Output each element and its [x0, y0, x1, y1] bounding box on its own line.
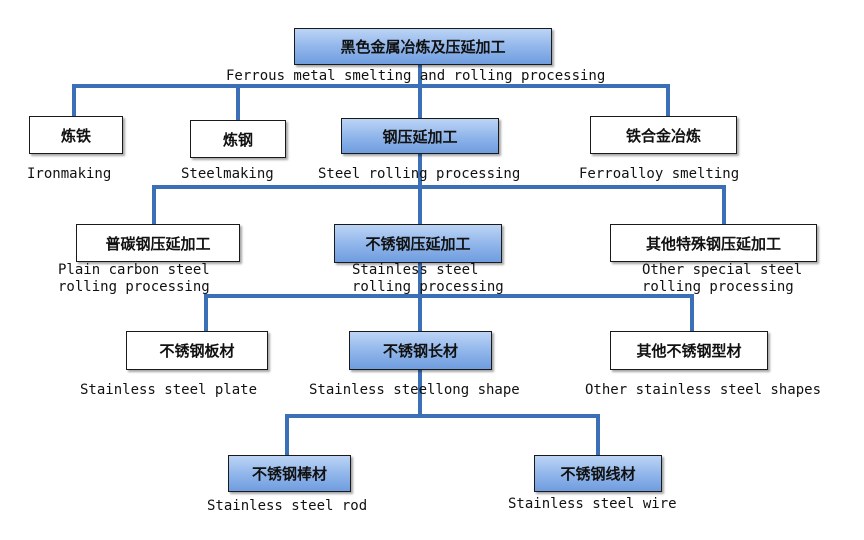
other-special-caption-line2: rolling processing — [642, 279, 794, 295]
stainless-rolling-label: 不锈钢压延加工 — [365, 235, 471, 253]
other-special-rolling-box: 其他特殊钢压延加工 — [610, 224, 817, 262]
stainless-rod-label: 不锈钢棒材 — [251, 465, 327, 483]
steelmaking-caption: Steelmaking — [181, 166, 274, 182]
plain-carbon-rolling-label: 普碳钢压延加工 — [105, 234, 211, 253]
steelmaking-label: 炼钢 — [222, 130, 253, 149]
plain-carbon-caption-line2: rolling processing — [58, 279, 210, 295]
other-special-rolling-label: 其他特殊钢压延加工 — [645, 234, 781, 253]
root-node-box: 黑色金属冶炼及压延加工 — [294, 28, 552, 65]
ironmaking-box: 炼铁 — [29, 116, 123, 154]
ironmaking-label: 炼铁 — [60, 126, 91, 145]
stainless-wire-label: 不锈钢线材 — [560, 465, 636, 483]
stainless-long-caption: Stainless steellong shape — [309, 382, 520, 398]
stainless-rolling-box: 不锈钢压延加工 — [334, 224, 502, 263]
stainless-rod-caption: Stainless steel rod — [207, 498, 368, 514]
plain-carbon-rolling-box: 普碳钢压延加工 — [76, 224, 240, 262]
steel-rolling-caption: Steel rolling processing — [318, 166, 521, 182]
stainless-wire-caption: Stainless steel wire — [508, 496, 677, 512]
stainless-rolling-caption-line1: Stainless steel — [352, 262, 479, 278]
other-special-rolling-caption: Other special steel rolling processing — [642, 262, 802, 296]
steel-rolling-box: 钢压延加工 — [341, 118, 499, 154]
stainless-rod-box: 不锈钢棒材 — [228, 455, 351, 492]
stainless-long-box: 不锈钢长材 — [349, 331, 492, 370]
other-special-caption-line1: Other special steel — [642, 262, 803, 278]
steel-rolling-label: 钢压延加工 — [382, 127, 458, 146]
plain-carbon-caption-line1: Plain carbon steel — [58, 262, 210, 278]
stainless-plate-label: 不锈钢板材 — [159, 342, 235, 360]
other-stainless-shapes-caption: Other stainless steel shapes — [585, 382, 822, 398]
ferroalloy-label: 铁合金冶炼 — [625, 126, 701, 145]
stainless-rolling-caption: Stainless steel rolling processing — [352, 262, 504, 296]
other-stainless-shapes-label: 其他不锈钢型材 — [636, 342, 742, 360]
stainless-rolling-caption-line2: rolling processing — [352, 279, 504, 295]
ironmaking-caption: Ironmaking — [27, 166, 112, 182]
ferroalloy-box: 铁合金冶炼 — [590, 116, 737, 154]
steelmaking-box: 炼钢 — [190, 120, 286, 158]
plain-carbon-rolling-caption: Plain carbon steel rolling processing — [58, 262, 210, 296]
root-node-label: 黑色金属冶炼及压延加工 — [340, 38, 506, 56]
stainless-long-label: 不锈钢长材 — [382, 342, 458, 360]
ferroalloy-caption: Ferroalloy smelting — [579, 166, 740, 182]
other-stainless-shapes-box: 其他不锈钢型材 — [610, 331, 768, 370]
stainless-plate-caption: Stainless steel plate — [80, 382, 258, 398]
stainless-plate-box: 不锈钢板材 — [126, 331, 268, 370]
root-node-caption: Ferrous metal smelting and rolling proce… — [226, 68, 606, 84]
stainless-wire-box: 不锈钢线材 — [534, 455, 662, 492]
